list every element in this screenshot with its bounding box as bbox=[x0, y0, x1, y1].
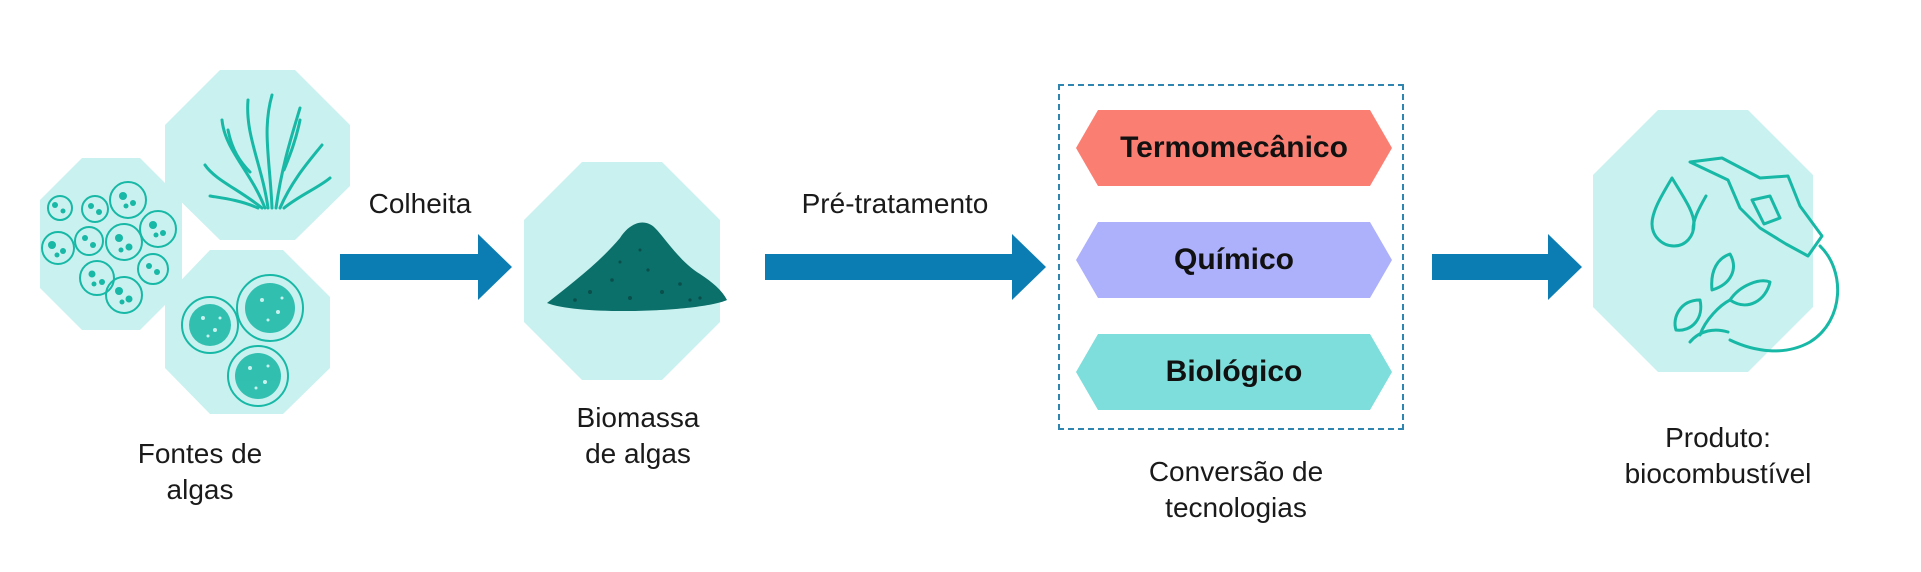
leaf-sprout-icon bbox=[1698, 298, 1732, 337]
harvest-label: Colheita bbox=[368, 188, 472, 219]
tech-biological: Biológico bbox=[1076, 334, 1392, 410]
product-label: Produto: biocombustível bbox=[1624, 422, 1812, 489]
conversion-box bbox=[1058, 84, 1404, 430]
pretreatment-arrow bbox=[765, 234, 1046, 300]
tech-biological-label: Biológico bbox=[1165, 355, 1303, 388]
spore-cells-icon bbox=[165, 250, 330, 414]
tech-thermomechanical: Termomecânico bbox=[1076, 110, 1392, 186]
biofuel-product-icon bbox=[1593, 110, 1840, 372]
biomass-label: Biomassa de algas bbox=[576, 402, 700, 469]
tech-thermomechanical-label: Termomecânico bbox=[1120, 131, 1348, 164]
output-arrow bbox=[1432, 234, 1582, 300]
round-cells-icon bbox=[40, 158, 182, 330]
seaweed-icon bbox=[165, 70, 350, 240]
sources-label: Fontes de algas bbox=[137, 438, 263, 505]
harvest-arrow bbox=[340, 234, 512, 300]
biomass-pile-icon bbox=[524, 162, 727, 380]
tech-chemical-label: Químico bbox=[1173, 243, 1294, 276]
fuel-nozzle-icon bbox=[1688, 156, 1824, 258]
conversion-label: Conversão de tecnologias bbox=[1148, 456, 1324, 523]
droplet-icon bbox=[1650, 176, 1696, 248]
tech-chemical: Químico bbox=[1076, 222, 1392, 298]
pretreatment-label: Pré-tratamento bbox=[801, 188, 989, 219]
